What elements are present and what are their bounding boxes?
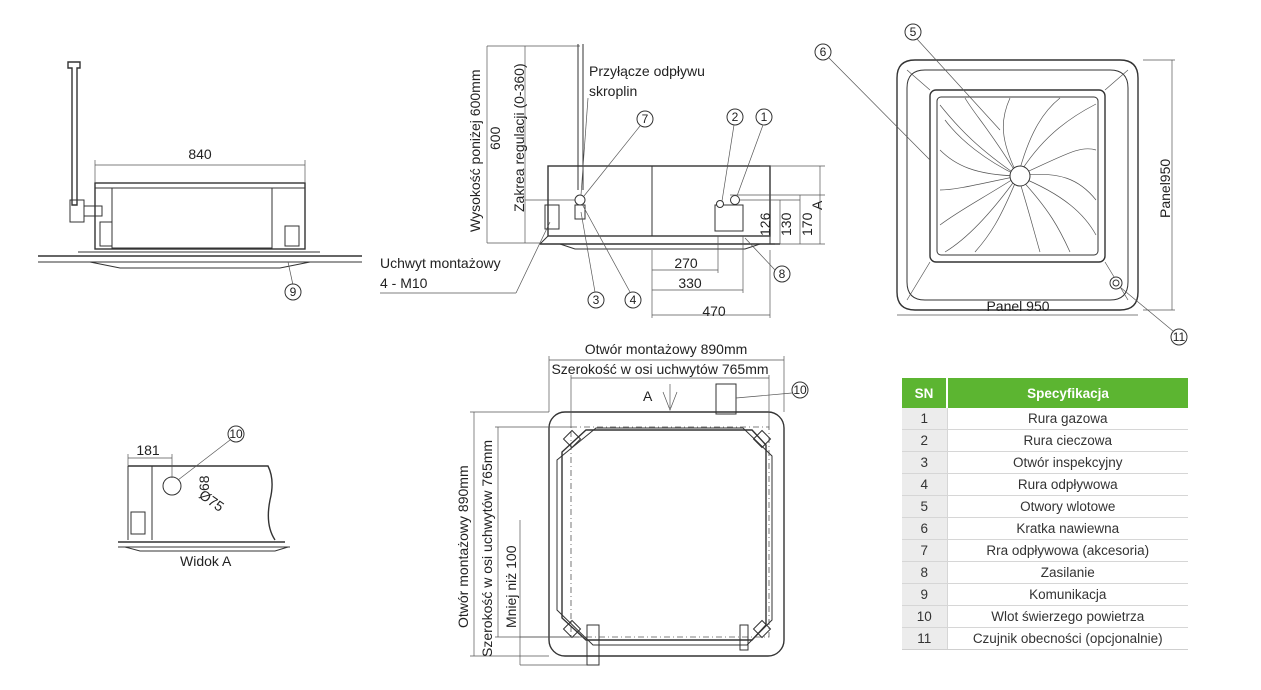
dim-68: 68 bbox=[196, 475, 212, 491]
dim-130: 130 bbox=[778, 212, 794, 236]
callout-9: 9 bbox=[290, 285, 297, 299]
label-min-100: Mniej niż 100 bbox=[503, 545, 519, 628]
label-axis-top: Szerokość w osi uchwytów 765mm bbox=[551, 361, 768, 377]
label-height-below: Wysokość poniżej 600mm bbox=[467, 70, 483, 233]
dim-181: 181 bbox=[136, 442, 160, 458]
panel-view: Panel 950 Panel950 5 6 11 bbox=[814, 23, 1188, 346]
callout-2: 2 bbox=[732, 110, 739, 124]
panel-width: Panel 950 bbox=[986, 298, 1049, 314]
hole-view: Otwór montażowy 890mm Szerokość w osi uc… bbox=[455, 341, 809, 666]
dim-126: 126 bbox=[757, 212, 773, 236]
drain-title-2: skroplin bbox=[589, 83, 637, 99]
callout-8: 8 bbox=[779, 267, 786, 281]
callout-4: 4 bbox=[630, 293, 637, 307]
dim-270: 270 bbox=[674, 255, 698, 271]
view-a-caption: Widok A bbox=[180, 553, 232, 569]
label-opening-left: Otwór montażowy 890mm bbox=[455, 465, 471, 628]
label-A-front: A bbox=[809, 200, 825, 210]
mount-label-2: 4 - M10 bbox=[380, 275, 428, 291]
callout-9-circle bbox=[284, 283, 302, 301]
dim-470: 470 bbox=[702, 303, 726, 319]
panel-height: Panel950 bbox=[1157, 159, 1173, 218]
view-a: 181 68 Ø75 Widok A 10 bbox=[118, 425, 290, 569]
label-axis-left: Szerokość w osi uchwytów 765mm bbox=[479, 440, 495, 657]
callout-7: 7 bbox=[642, 112, 649, 126]
callout-3: 3 bbox=[593, 293, 600, 307]
callout-10-hole: 10 bbox=[793, 383, 807, 397]
mount-label-1: Uchwyt montażowy bbox=[380, 255, 501, 271]
drain-title-1: Przyłącze odpływu bbox=[589, 63, 705, 79]
dim-330: 330 bbox=[678, 275, 702, 291]
spec-header-spec: Specyfikacja bbox=[947, 378, 1188, 408]
spec-header-sn: SN bbox=[902, 378, 948, 408]
front-view: Wysokość poniżej 600mm 600 Zakrea regula… bbox=[380, 44, 825, 319]
callout-10-view-a: 10 bbox=[229, 427, 243, 441]
label-A-hole: A bbox=[643, 388, 653, 404]
callout-1: 1 bbox=[761, 110, 768, 124]
callout-6: 6 bbox=[820, 45, 827, 59]
dim-170: 170 bbox=[799, 212, 815, 236]
side-view: 840 9 bbox=[38, 61, 362, 301]
callout-5: 5 bbox=[910, 25, 917, 39]
label-range: Zakrea regulacji (0-360) bbox=[511, 63, 527, 212]
label-600: 600 bbox=[487, 126, 503, 150]
label-opening-top: Otwór montażowy 890mm bbox=[585, 341, 748, 357]
dim-840: 840 bbox=[188, 146, 212, 162]
callout-11: 11 bbox=[1173, 330, 1186, 344]
air-grille bbox=[939, 97, 1097, 253]
